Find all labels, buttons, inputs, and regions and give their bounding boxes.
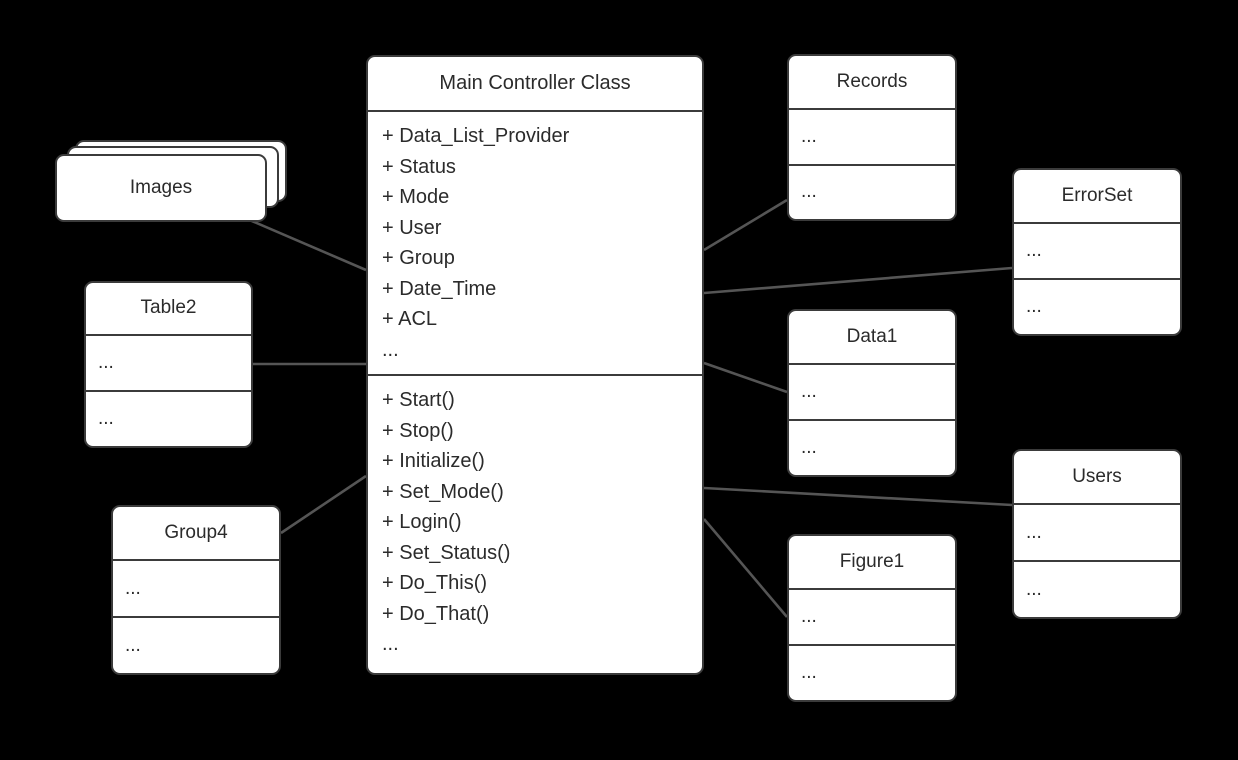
- node-group4-compartment-2: ...: [113, 616, 279, 673]
- node-users-compartment-1: ...: [1014, 503, 1180, 560]
- node-data1[interactable]: Data1 ... ...: [787, 309, 957, 477]
- main-class-attribute-6: + ACL: [382, 308, 438, 330]
- node-images[interactable]: Images: [55, 140, 287, 222]
- node-group4[interactable]: Group4 ... ...: [111, 505, 281, 675]
- node-table2-compartment-2: ...: [86, 390, 251, 446]
- node-figure1-title: Figure1: [839, 550, 905, 572]
- node-data1-title: Data1: [846, 325, 898, 347]
- main-class-attribute-0: + Data_List_Provider: [382, 125, 570, 147]
- main-class-attribute-5: + Date_Time: [382, 277, 497, 300]
- node-errorset-compartment-2: ...: [1014, 278, 1180, 334]
- main-class-attributes: + Data_List_Provider + Status + Mode + User…: [368, 110, 702, 374]
- main-class-methods: + Start() + Stop() + Initialize() + Set_Mod…: [368, 374, 702, 669]
- main-class-title: Main Controller Class: [439, 72, 631, 94]
- node-errorset-title: ErrorSet: [1061, 184, 1133, 206]
- node-users[interactable]: Users ... ...: [1012, 449, 1182, 619]
- main-class-method-0: + Start(): [382, 389, 455, 411]
- main-class-attribute-1: + Status: [382, 155, 456, 178]
- main-class-method-8: ...: [382, 633, 399, 655]
- node-data1-compartment-2: ...: [789, 419, 955, 475]
- main-class-method-7: + Do_That(): [382, 602, 490, 625]
- node-data1-compartment-1: ...: [789, 363, 955, 419]
- node-table2-compartment-1: ...: [86, 334, 251, 390]
- node-records-compartment-1: ...: [789, 108, 955, 164]
- node-users-title: Users: [1072, 465, 1122, 487]
- association-main_class-records: [703, 198, 788, 252]
- node-main-controller-class[interactable]: Main Controller Class + Data_List_Provid…: [366, 55, 704, 675]
- main-class-method-2: + Initialize(): [382, 450, 485, 472]
- association-main_class-data1: [703, 361, 788, 394]
- association-main_class-users: [703, 486, 1013, 507]
- node-users-compartment-2: ...: [1014, 560, 1180, 617]
- node-records[interactable]: Records ... ...: [787, 54, 957, 221]
- main-class-attribute-3: + User: [382, 216, 442, 239]
- node-group4-compartment-1: ...: [113, 559, 279, 616]
- node-figure1[interactable]: Figure1 ... ...: [787, 534, 957, 702]
- node-figure1-compartment-1: ...: [789, 588, 955, 644]
- node-group4-title: Group4: [164, 521, 228, 543]
- association-main_class-figure1: [703, 518, 788, 618]
- node-errorset-compartment-1: ...: [1014, 222, 1180, 278]
- main-class-method-6: + Do_This(): [382, 572, 488, 594]
- node-records-title: Records: [836, 70, 908, 92]
- main-class-attribute-2: + Mode: [382, 186, 450, 208]
- node-table2[interactable]: Table2 ... ...: [84, 281, 253, 448]
- association-group4-main_class: [280, 474, 367, 535]
- node-figure1-compartment-2: ...: [789, 644, 955, 700]
- main-class-attribute-4: + Group: [382, 247, 455, 269]
- main-class-method-1: + Stop(): [382, 419, 454, 442]
- node-records-compartment-2: ...: [789, 163, 955, 220]
- main-class-attribute-7: ...: [382, 338, 399, 361]
- node-images-label-box: Images: [55, 154, 267, 222]
- main-class-method-3: + Set_Mode(): [382, 480, 504, 503]
- main-class-method-4: + Login(): [382, 511, 462, 533]
- node-errorset[interactable]: ErrorSet ... ...: [1012, 168, 1182, 336]
- node-images-title: Images: [129, 177, 193, 198]
- association-images-main_class: [244, 216, 367, 272]
- main-class-method-5: + Set_Status(): [382, 541, 511, 564]
- node-table2-title: Table2: [140, 297, 197, 319]
- association-main_class-errorset: [703, 266, 1013, 295]
